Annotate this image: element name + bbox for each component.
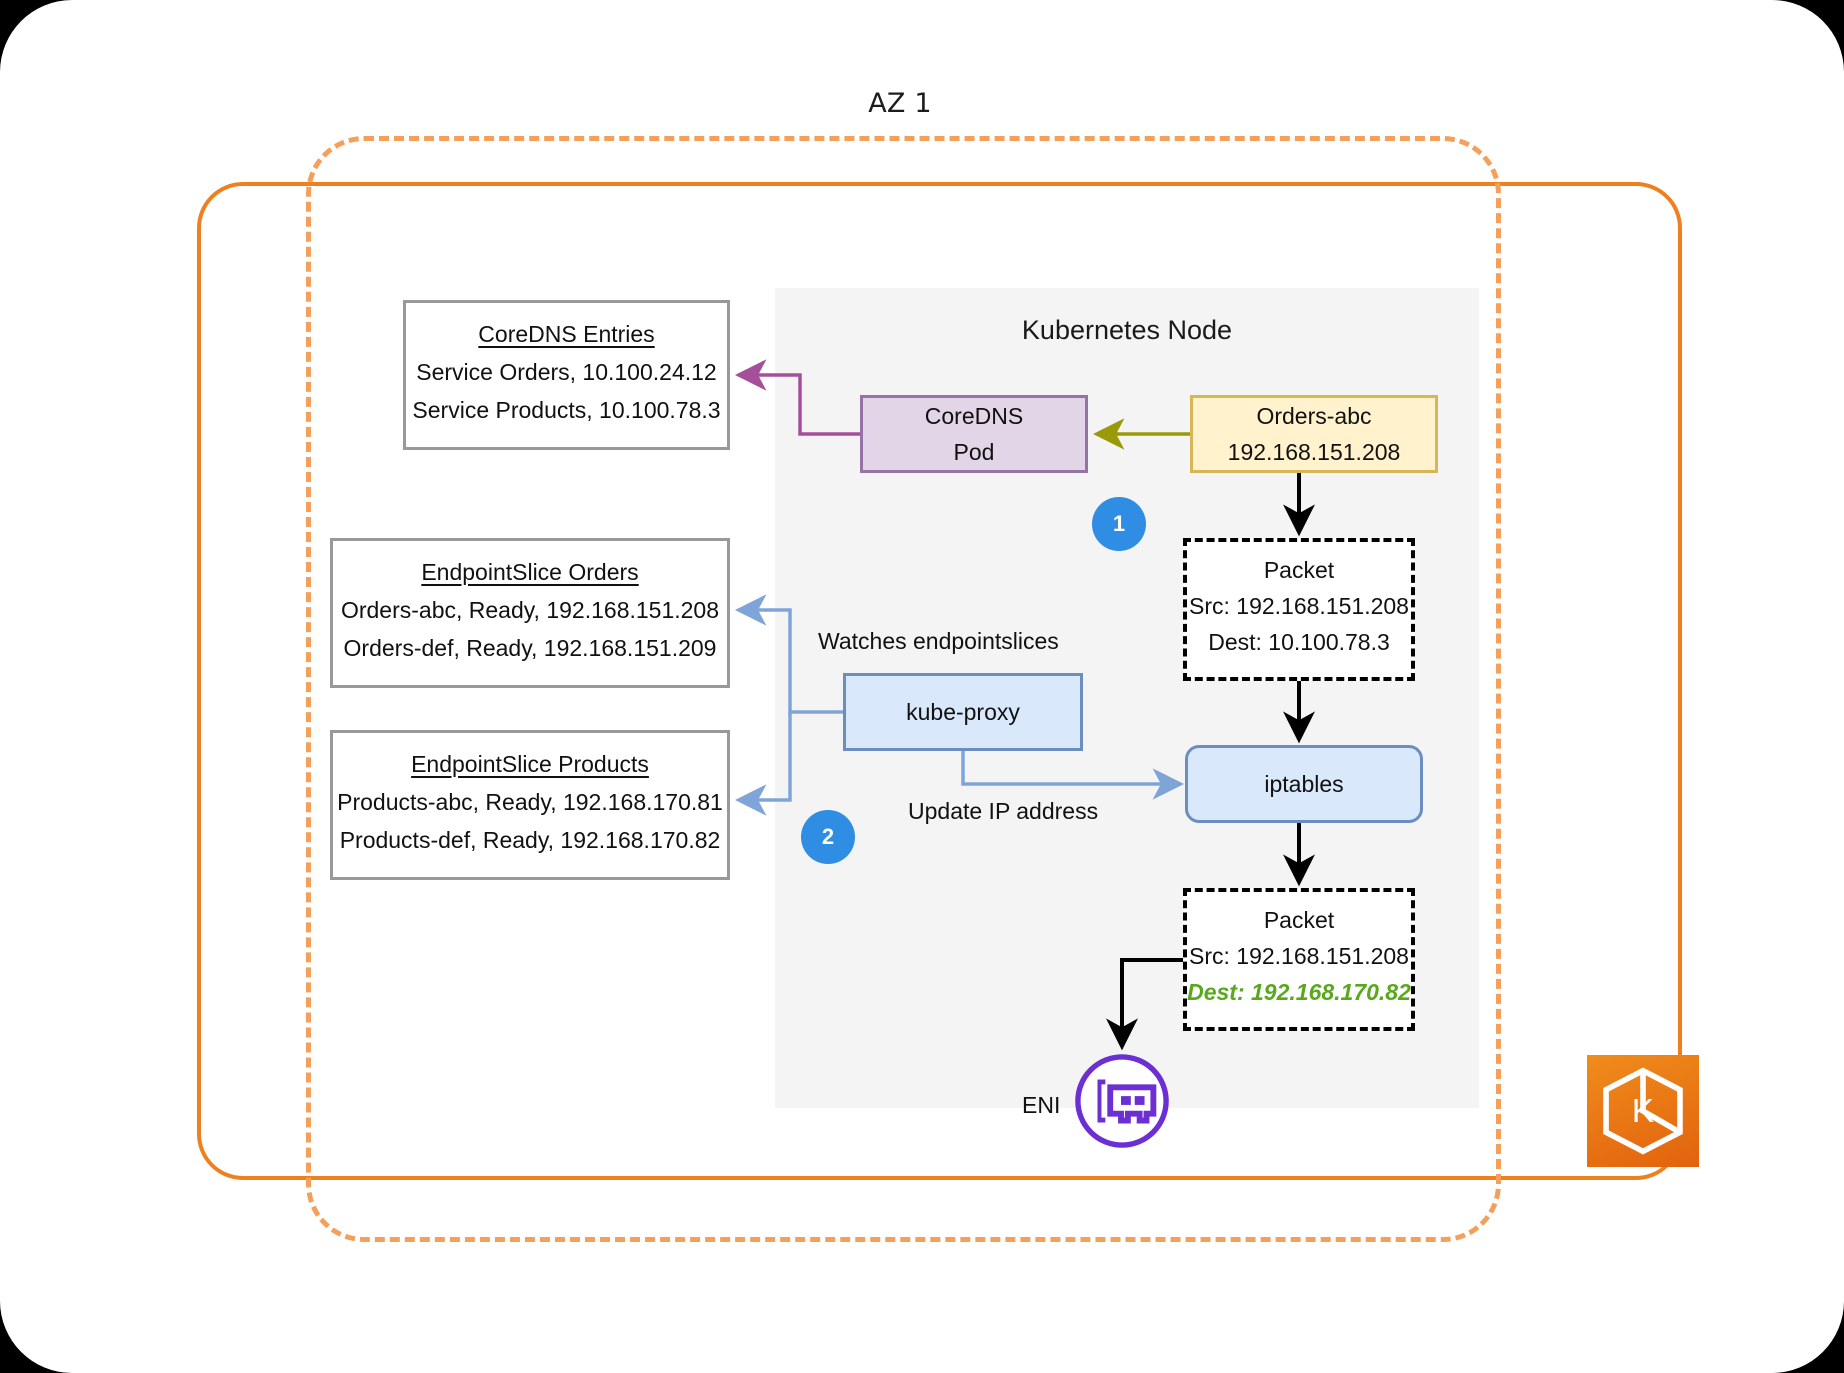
eks-hexagon-icon: K (1603, 1067, 1683, 1155)
orders-pod-box: Orders-abc 192.168.151.208 (1190, 395, 1438, 473)
coredns-entry-row: Service Orders, 10.100.24.12 (416, 359, 717, 385)
step-badge-1: 1 (1092, 497, 1146, 551)
az-label: AZ 1 (868, 88, 932, 119)
coredns-pod-line1: CoreDNS (924, 403, 1024, 429)
packet-src: Src: 192.168.151.208 (1189, 943, 1409, 969)
endpointslice-orders-title: EndpointSlice Orders (421, 559, 639, 585)
kube-proxy-label: kube-proxy (906, 699, 1020, 725)
coredns-entry-row: Service Products, 10.100.78.3 (412, 397, 721, 423)
coredns-entries-title: CoreDNS Entries (478, 321, 655, 347)
packet-src: Src: 192.168.151.208 (1189, 593, 1409, 619)
svg-text:K: K (1632, 1093, 1655, 1130)
endpoint-row: Products-def, Ready, 192.168.170.82 (339, 827, 721, 853)
packet-dest: Dest: 10.100.78.3 (1208, 629, 1390, 655)
kubernetes-node-title: Kubernetes Node (1021, 315, 1233, 345)
kube-proxy-box: kube-proxy (843, 673, 1083, 751)
iptables-box: iptables (1185, 745, 1423, 823)
packet-title: Packet (1263, 557, 1335, 583)
endpoint-row: Orders-def, Ready, 192.168.151.209 (343, 635, 717, 661)
vpc-boundary (197, 182, 1682, 1180)
packet-after-dnat-box: Packet Src: 192.168.151.208 Dest: 192.16… (1183, 888, 1415, 1031)
eni-label: ENI (1022, 1092, 1061, 1118)
packet-dest: Dest: 192.168.170.82 (1187, 979, 1411, 1005)
coredns-pod-box: CoreDNS Pod (860, 395, 1088, 473)
eni-icon (1075, 1054, 1169, 1148)
iptables-label: iptables (1264, 771, 1344, 797)
eks-logo: K (1587, 1055, 1699, 1167)
availability-zone-boundary (306, 136, 1501, 1242)
orders-pod-name: Orders-abc (1256, 403, 1372, 429)
orders-pod-ip: 192.168.151.208 (1227, 439, 1401, 465)
endpointslice-orders-box: EndpointSlice Orders Orders-abc, Ready, … (330, 538, 730, 688)
endpoint-row: Orders-abc, Ready, 192.168.151.208 (340, 597, 720, 623)
packet-before-dnat-box: Packet Src: 192.168.151.208 Dest: 10.100… (1183, 538, 1415, 681)
watches-endpointslices-label: Watches endpointslices (818, 628, 1059, 654)
packet-title: Packet (1263, 907, 1335, 933)
endpointslice-products-box: EndpointSlice Products Products-abc, Rea… (330, 730, 730, 880)
coredns-pod-line2: Pod (953, 439, 995, 465)
update-ip-address-label: Update IP address (908, 798, 1099, 824)
step-badge-2: 2 (801, 810, 855, 864)
coredns-entries-box: CoreDNS Entries Service Orders, 10.100.2… (403, 300, 730, 450)
endpoint-row: Products-abc, Ready, 192.168.170.81 (337, 789, 723, 815)
endpointslice-products-title: EndpointSlice Products (411, 751, 649, 777)
